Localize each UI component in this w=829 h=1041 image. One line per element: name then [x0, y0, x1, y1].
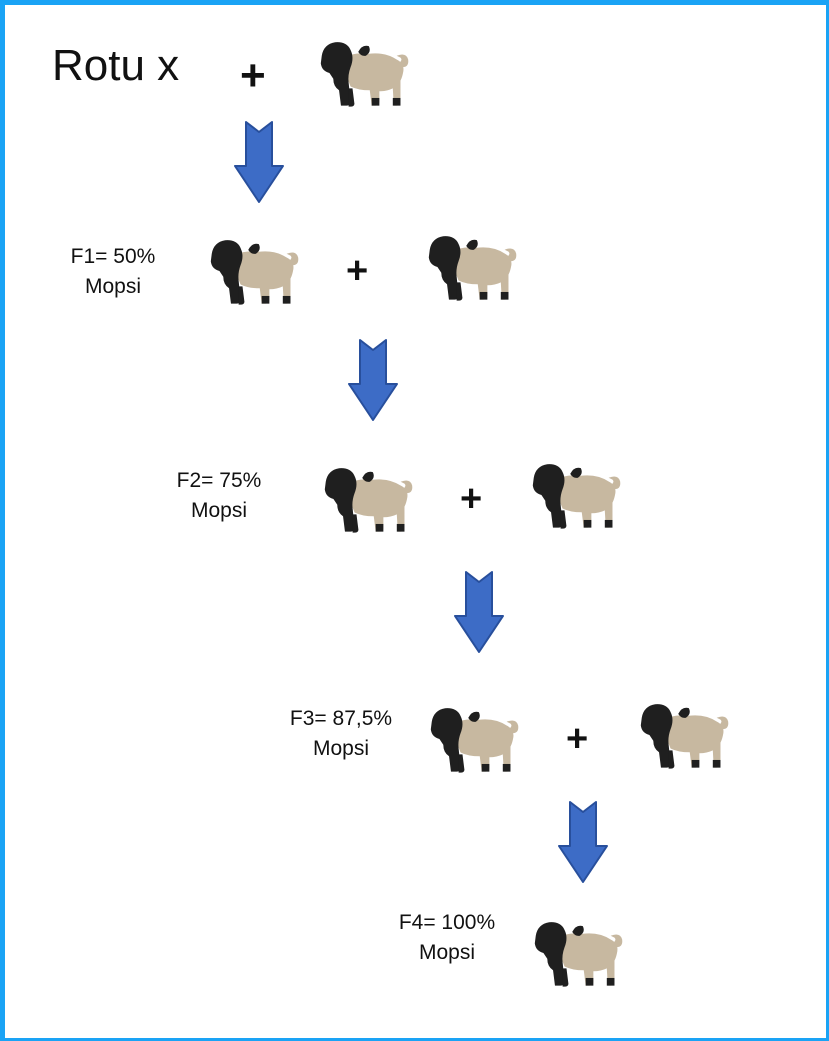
pug-icon: [528, 460, 624, 530]
pug-icon: [426, 704, 522, 774]
pug-icon: [316, 38, 412, 108]
generation-label-f3: F3= 87,5% Mopsi: [276, 704, 406, 764]
down-arrow-icon: [452, 570, 506, 654]
generation-ratio: F1= 50%: [70, 245, 156, 268]
down-arrow-icon: [346, 338, 400, 422]
plus-sign: +: [346, 250, 369, 292]
pug-icon: [636, 700, 732, 770]
plus-sign: +: [240, 51, 266, 100]
plus-sign: +: [460, 478, 483, 520]
plus-sign: +: [566, 718, 589, 760]
down-arrow-icon: [556, 800, 610, 884]
generation-breed: Mopsi: [190, 499, 248, 522]
generation-breed: Mopsi: [312, 737, 370, 760]
generation-label-f1: F1= 50% Mopsi: [48, 242, 178, 302]
generation-breed: Mopsi: [418, 941, 476, 964]
generation-breed: Mopsi: [84, 275, 142, 298]
pug-icon: [424, 232, 520, 302]
generation-label-f2: F2= 75% Mopsi: [154, 466, 284, 526]
pug-icon: [320, 464, 416, 534]
generation-label-f4: F4= 100% Mopsi: [382, 908, 512, 968]
down-arrow-icon: [232, 120, 286, 204]
diagram-title: Rotu x: [52, 41, 180, 90]
generation-ratio: F2= 75%: [176, 469, 262, 492]
generation-ratio: F3= 87,5%: [289, 707, 393, 730]
generation-ratio: F4= 100%: [398, 911, 496, 934]
pug-icon: [206, 236, 302, 306]
pug-icon: [530, 918, 626, 988]
